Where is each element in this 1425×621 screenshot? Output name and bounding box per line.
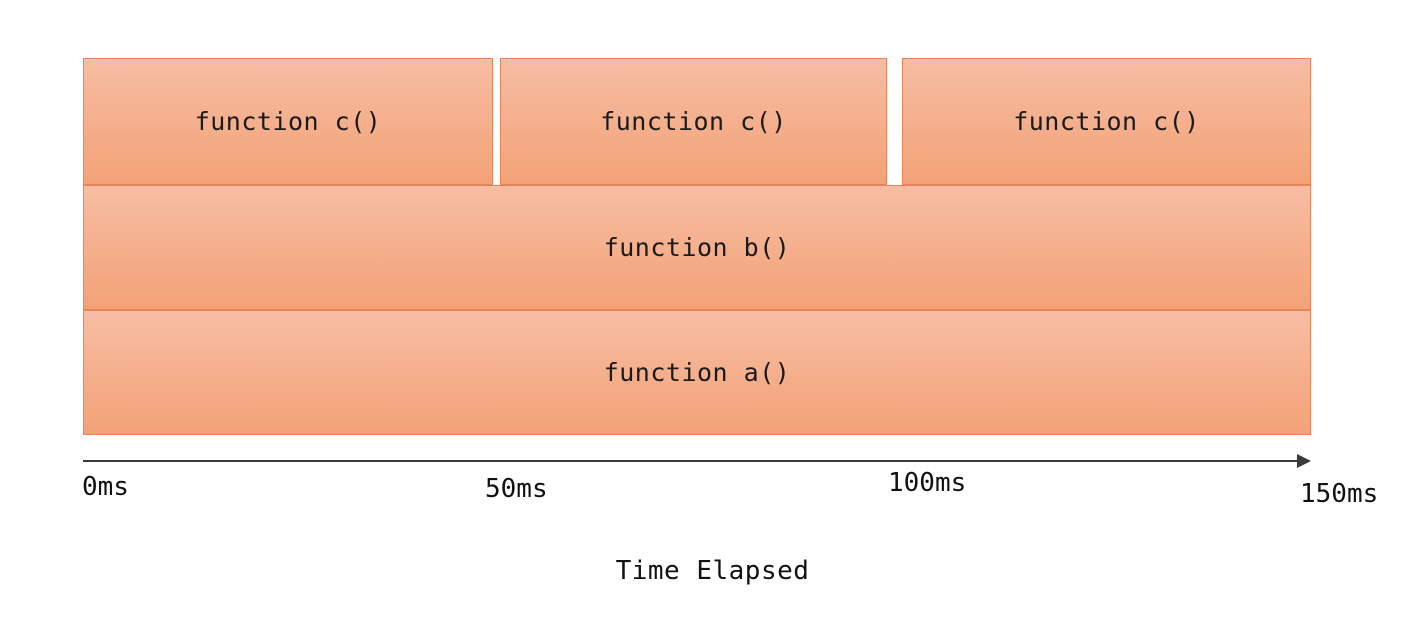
time-axis xyxy=(83,453,1315,471)
flame-bar-label: function c() xyxy=(194,107,382,136)
axis-tick-label-150ms: 150ms xyxy=(1300,479,1379,509)
axis-tick-label-0ms: 0ms xyxy=(82,472,129,502)
flame-bar-function-c-3[interactable]: function c() xyxy=(902,58,1311,185)
axis-line xyxy=(83,460,1301,462)
axis-tick-label-50ms: 50ms xyxy=(485,474,548,504)
axis-title: Time Elapsed xyxy=(615,556,810,586)
axis-arrow-icon xyxy=(1297,454,1311,468)
flame-bar-label: function a() xyxy=(603,358,791,387)
flame-bar-function-c-1[interactable]: function c() xyxy=(83,58,493,185)
flame-bar-function-b[interactable]: function b() xyxy=(83,185,1311,310)
axis-tick-label-100ms: 100ms xyxy=(888,468,967,498)
flame-bar-label: function b() xyxy=(603,233,791,262)
flame-bar-label: function c() xyxy=(1013,107,1200,136)
flame-bar-label: function c() xyxy=(600,107,787,136)
flame-bar-function-c-2[interactable]: function c() xyxy=(500,58,887,185)
flame-bar-function-a[interactable]: function a() xyxy=(83,310,1311,435)
